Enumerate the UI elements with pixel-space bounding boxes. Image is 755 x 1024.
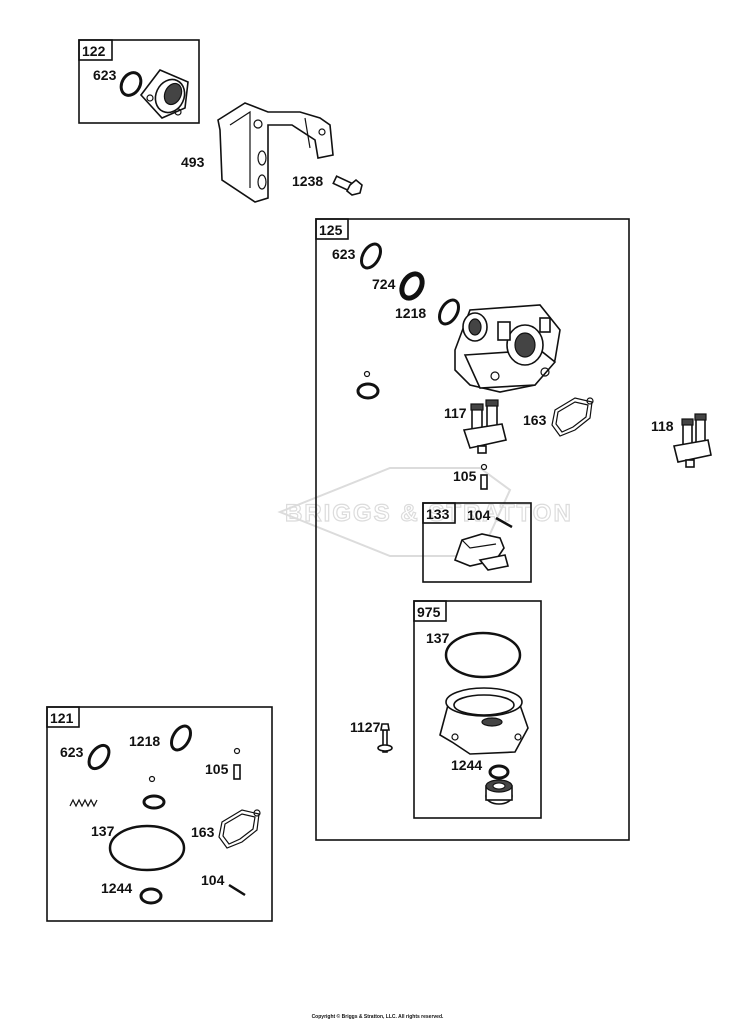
part-label-493: 493 (181, 154, 205, 170)
small-gasket-set-icon (356, 370, 380, 400)
gasket-1218-icon (438, 298, 460, 326)
box-975-tab (413, 600, 447, 622)
gasket-1244-icon (488, 764, 510, 780)
watermark-logo: BRIGGS & STRATTON (277, 467, 571, 557)
screw-1127-icon (377, 723, 393, 753)
part-label-104: 104 (201, 872, 225, 888)
box-122-tab (78, 39, 113, 61)
box-122-frame (78, 39, 200, 124)
part-label-105: 105 (453, 468, 477, 484)
gasket-137-icon (444, 631, 522, 679)
box-125-frame (315, 218, 630, 841)
box-125-label: 125 (319, 222, 343, 238)
part-label-163: 163 (523, 412, 547, 428)
pin-104-icon (228, 883, 246, 897)
jet-105-icon (233, 747, 241, 780)
box-975-frame (413, 600, 542, 819)
pin-104-icon (495, 516, 513, 529)
carburetor-body-icon (454, 304, 561, 393)
part-label-163: 163 (191, 824, 215, 840)
part-label-137: 137 (91, 823, 115, 839)
part-label-104: 104 (467, 507, 491, 523)
part-label-1244: 1244 (101, 880, 132, 896)
box-975-label: 975 (417, 604, 441, 620)
float-bowl-975-icon (439, 687, 529, 755)
gasket-163-icon (551, 397, 594, 437)
intake-elbow-icon (139, 69, 189, 119)
float-133-icon (453, 533, 509, 571)
group-133: 133 104 (422, 502, 532, 583)
spring-icon (69, 798, 98, 808)
part-label-118: 118 (651, 418, 674, 434)
gasket-623-icon (119, 71, 143, 97)
fuel-solenoid-117-icon (462, 399, 507, 454)
part-label-105: 105 (205, 761, 229, 777)
jet-105-icon (480, 463, 488, 490)
part-label-724: 724 (372, 276, 396, 292)
screw-1238-icon (332, 175, 363, 196)
group-125: 125 623 724 1218 117 (315, 218, 630, 841)
part-label-137: 137 (426, 630, 450, 646)
part-label-623: 623 (93, 67, 117, 83)
box-121-label: 121 (50, 710, 74, 726)
group-121: 121 623 1218 105 137 163 104 1244 (46, 706, 273, 922)
bowl-nut-icon (485, 779, 513, 805)
gasket-163-icon (218, 809, 261, 849)
box-122-label: 122 (82, 43, 106, 59)
group-975: 975 137 1244 (413, 600, 542, 819)
gasket-137-icon (108, 824, 186, 872)
part-label-1244: 1244 (451, 757, 482, 773)
part-label-117: 117 (444, 405, 467, 421)
box-121-frame (46, 706, 273, 922)
part-label-623: 623 (332, 246, 356, 262)
part-label-1218: 1218 (395, 305, 426, 321)
box-133-frame (422, 502, 532, 583)
copyright-notice: Copyright © Briggs & Stratton, LLC. All … (311, 1014, 444, 1020)
part-label-1127: 1127 (350, 719, 381, 735)
fuel-solenoid-118-icon (673, 413, 712, 468)
bracket-493-icon (217, 102, 334, 203)
box-121-tab (46, 706, 80, 728)
part-label-1218: 1218 (129, 733, 160, 749)
box-133-tab (422, 502, 456, 524)
small-gasket-set-icon (142, 775, 166, 810)
part-label-1238: 1238 (292, 173, 323, 189)
gasket-1244-icon (139, 887, 163, 905)
gasket-623-icon (360, 242, 382, 270)
box-125-tab (315, 218, 349, 240)
seal-724-icon (399, 271, 425, 301)
part-label-623: 623 (60, 744, 84, 760)
gasket-623-icon (87, 743, 111, 771)
group-122: 122 623 (78, 39, 200, 124)
gasket-1218-icon (169, 724, 192, 752)
box-133-label: 133 (426, 506, 450, 522)
